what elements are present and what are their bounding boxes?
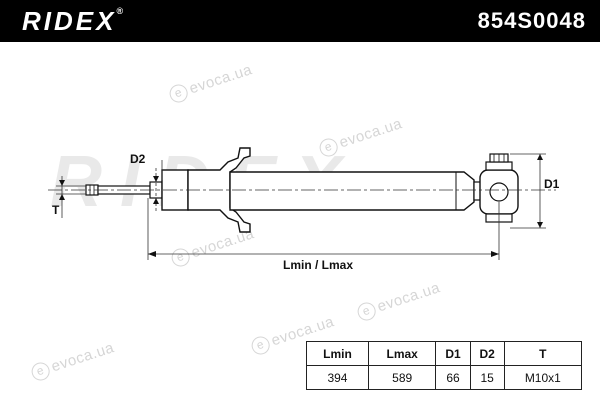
specs-value-row: 394 589 66 15 M10x1 (306, 365, 583, 390)
damper-body (229, 171, 475, 211)
header-bar: RIDEX® 854S0048 (0, 0, 600, 42)
label-d2: D2 (130, 152, 146, 166)
specs-table: Lmin Lmax D1 D2 T 394 589 66 15 M10x1 (306, 341, 583, 390)
brand-logo: RIDEX® (22, 6, 123, 37)
spec-value: 589 (367, 365, 437, 390)
spec-value: 66 (435, 365, 471, 390)
shock-absorber-diagram: RIDEX D2 (48, 142, 560, 272)
spec-header: D2 (469, 341, 505, 366)
dimension-t: T (52, 176, 86, 218)
label-d1: D1 (544, 177, 560, 191)
spec-header: Lmax (367, 341, 437, 366)
label-t: T (52, 203, 60, 217)
spec-value: 394 (306, 365, 369, 390)
label-length: Lmin / Lmax (283, 258, 353, 272)
spec-header: T (503, 341, 583, 366)
part-number: 854S0048 (477, 8, 586, 33)
dimension-length: Lmin / Lmax (147, 198, 500, 272)
evoca-logo-icon: e (29, 360, 53, 383)
dimension-d1: D1 (510, 153, 560, 229)
brand-name: RIDEX (22, 6, 117, 36)
spec-header: Lmin (306, 341, 369, 366)
registered-mark: ® (116, 6, 124, 16)
dimension-d2: D2 (130, 152, 163, 212)
spec-header: D1 (435, 341, 471, 366)
specs-header-row: Lmin Lmax D1 D2 T (306, 341, 583, 366)
spec-value: 15 (469, 365, 505, 390)
spec-value: M10x1 (503, 365, 583, 390)
eye-mount (473, 153, 519, 223)
